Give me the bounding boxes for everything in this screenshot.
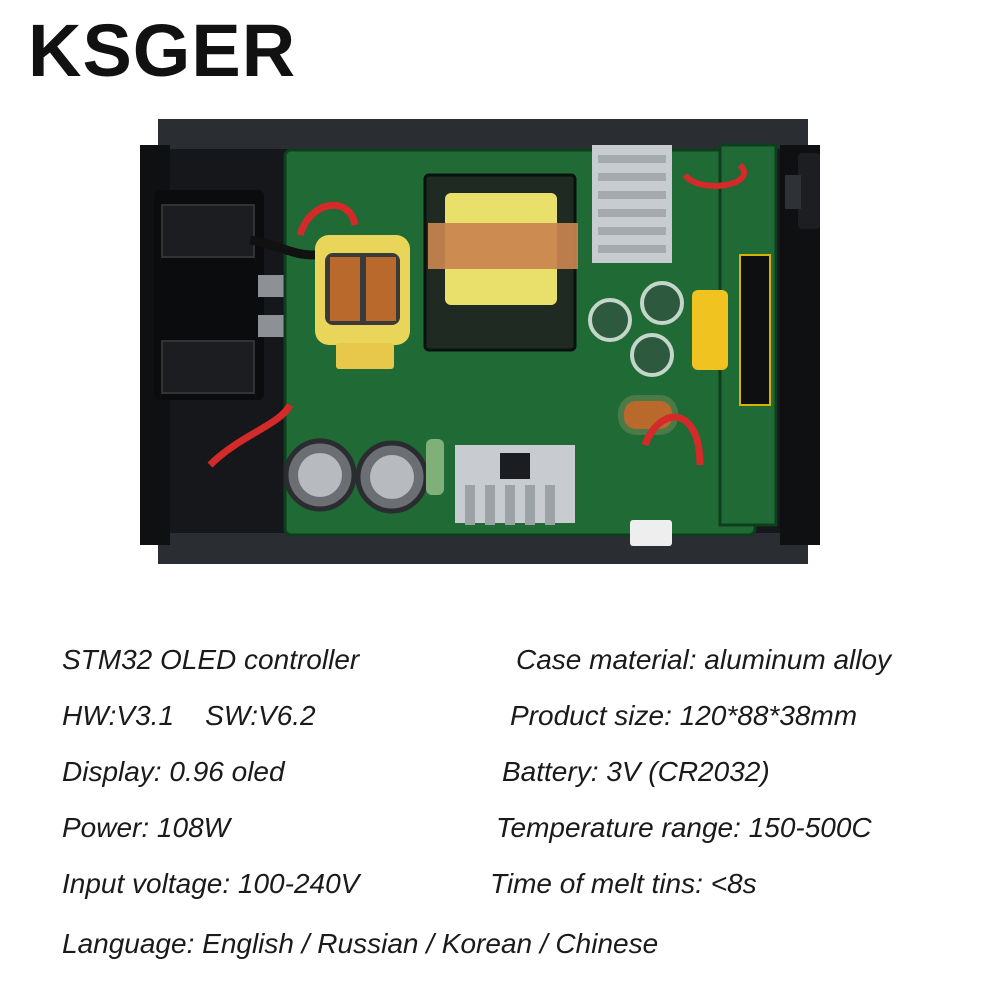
filter-coil-winding-2	[366, 257, 396, 321]
resistor	[426, 439, 444, 495]
capacitor-large-2-top	[370, 455, 414, 499]
power-socket-top	[161, 204, 255, 258]
rotary-knob	[798, 153, 820, 229]
black-wire	[249, 235, 316, 260]
spec-version: HW:V3.1 SW:V6.2	[62, 700, 316, 731]
transformer-copper-tape	[428, 223, 578, 269]
heatsink-bottom	[455, 445, 575, 525]
x-capacitor	[336, 343, 394, 369]
spec-language: Language: English / Russian / Korean / C…	[62, 928, 659, 959]
spec-display: Display: 0.96 oled	[62, 756, 285, 787]
rotary-knob-base	[785, 175, 801, 209]
spec-power: Power: 108W	[62, 812, 231, 843]
red-wire-knob	[682, 162, 747, 189]
jst-connector	[630, 520, 672, 546]
controller-transformer	[692, 290, 728, 370]
oled-module	[739, 254, 771, 406]
red-wire-bottom	[207, 403, 294, 468]
brand-logo: KSGER	[28, 9, 297, 92]
spec-melt-time: Time of melt tins: <8s	[490, 868, 757, 899]
power-socket-bottom	[161, 340, 255, 394]
output-inductor-winding	[624, 401, 672, 429]
capacitor-small-2	[640, 281, 684, 325]
capacitor-small-3	[630, 333, 674, 377]
spec-controller: STM32 OLED controller	[62, 644, 360, 675]
heatsink-top	[592, 145, 672, 263]
capacitor-small-1	[588, 298, 632, 342]
case-rim-bottom	[158, 533, 808, 564]
spec-product-size: Product size: 120*88*38mm	[510, 700, 858, 731]
filter-coil-winding	[330, 257, 360, 321]
product-photo	[140, 119, 820, 564]
red-wire-right	[641, 413, 704, 466]
capacitor-large-1-top	[298, 453, 342, 497]
spec-temperature-range: Temperature range: 150-500C	[496, 812, 872, 843]
case-rim-top	[158, 119, 808, 149]
spec-input-voltage: Input voltage: 100-240V	[62, 868, 360, 899]
spec-battery: Battery: 3V (CR2032)	[502, 756, 770, 787]
spec-case-material: Case material: aluminum alloy	[516, 644, 892, 675]
red-wire-top	[296, 201, 359, 237]
